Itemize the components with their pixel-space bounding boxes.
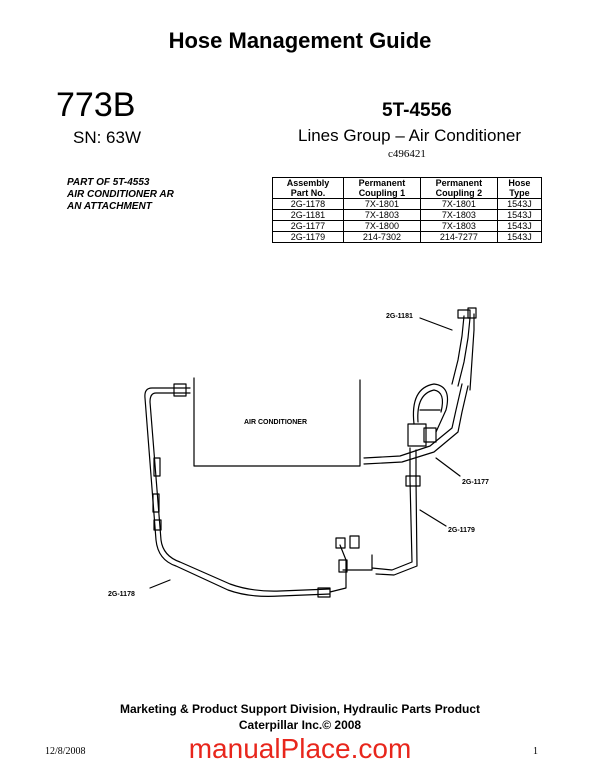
- table-row: 2G-1181 7X-1803 7X-1803 1543J: [272, 209, 543, 221]
- hose-2g-1178: [144, 387, 331, 597]
- callout-2g-1179: 2G-1179: [448, 527, 475, 534]
- expansion-valve: [407, 423, 427, 447]
- table-row: 2G-1179 214-7302 214-7277 1543J: [272, 231, 543, 243]
- part-of-line: PART OF 5T-4553: [67, 177, 150, 188]
- hose-2g-1179: [371, 447, 413, 571]
- footer-division: Marketing & Product Support Division, Hy…: [119, 702, 481, 716]
- table-cell: 7X-1803: [419, 220, 498, 232]
- hose-routing-diagram: AIR CONDITIONER 2G-1181 2G-1177 2G-1179 …: [108, 307, 489, 598]
- page-number: 1: [533, 746, 538, 757]
- footer-copyright: Caterpillar Inc.© 2008: [238, 718, 362, 732]
- table-cell: 1543J: [496, 209, 543, 221]
- table-cell: 1543J: [496, 198, 543, 210]
- table-cell: 2G-1178: [272, 198, 344, 210]
- callout-2g-1177: 2G-1177: [462, 479, 489, 486]
- hose-2g-1181: [451, 315, 465, 385]
- table-cell: 2G-1177: [272, 220, 344, 232]
- machine-model: 773B: [56, 86, 136, 124]
- group-name: Lines Group – Air Conditioner: [298, 126, 522, 145]
- footer-date: 12/8/2008: [45, 746, 86, 757]
- reference-code: c496421: [388, 148, 426, 160]
- table-row: 2G-1178 7X-1801 7X-1801 1543J: [272, 198, 543, 210]
- hose-2g-1177: [363, 383, 463, 459]
- table-cell: 2G-1179: [272, 231, 344, 243]
- part-of-line: AN ATTACHMENT: [67, 201, 152, 212]
- air-conditioner-outline: [193, 377, 361, 467]
- watermark: manualPlace.com: [188, 733, 412, 764]
- table-cell: 7X-1803: [342, 209, 421, 221]
- group-number: 5T-4556: [382, 100, 452, 121]
- table-cell: 214-7302: [342, 231, 421, 243]
- table-cell: 7X-1803: [419, 209, 498, 221]
- table-cell: 7X-1801: [419, 198, 498, 210]
- table-cell: 1543J: [496, 231, 543, 243]
- callout-2g-1181: 2G-1181: [386, 313, 413, 320]
- serial-number: SN: 63W: [73, 128, 142, 147]
- document-title: Hose Management Guide: [168, 28, 432, 53]
- callout-2g-1178: 2G-1178: [108, 591, 135, 598]
- table-cell: 214-7277: [419, 231, 498, 243]
- air-conditioner-label: AIR CONDITIONER: [244, 419, 307, 426]
- table-cell: 7X-1801: [342, 198, 421, 210]
- part-of-note: PART OF 5T-4553 AIR CONDITIONER AR AN AT…: [67, 177, 174, 213]
- table-cell: 7X-1800: [342, 220, 421, 232]
- part-of-line: AIR CONDITIONER AR: [67, 189, 174, 200]
- table-cell: 2G-1181: [272, 209, 344, 221]
- table-cell: 1543J: [496, 220, 543, 232]
- table-row: 2G-1177 7X-1800 7X-1803 1543J: [272, 220, 543, 232]
